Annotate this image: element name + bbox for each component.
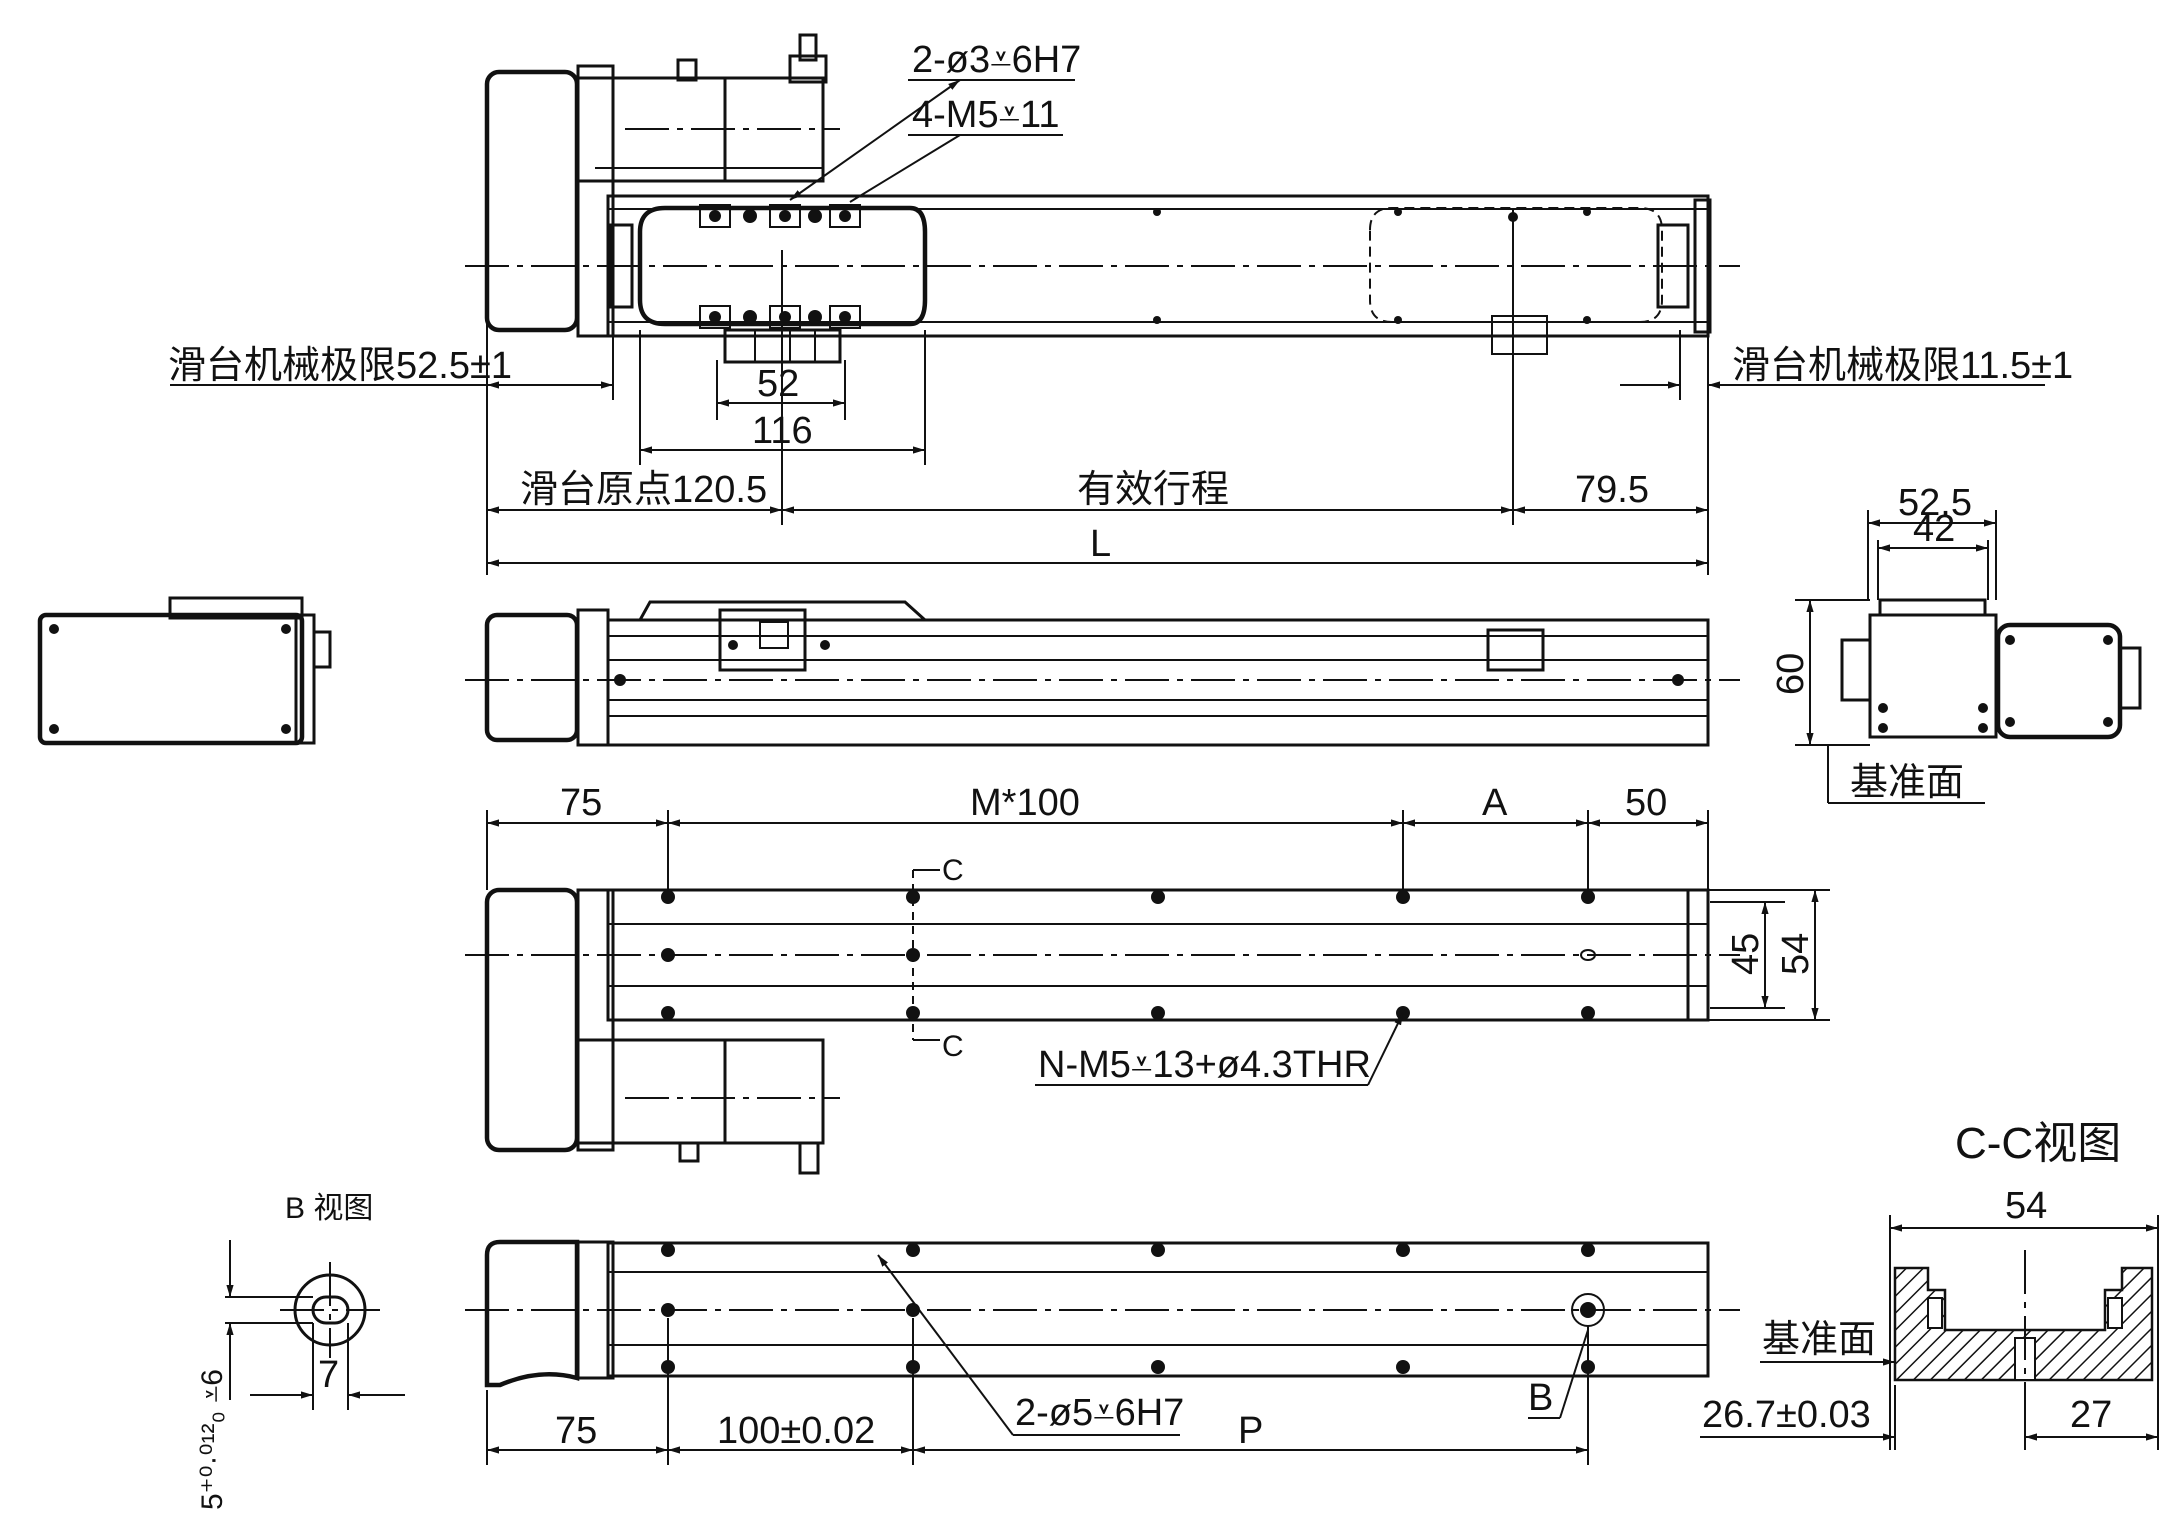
carriage-holes: [699, 204, 861, 329]
b-dim-7: 7: [318, 1354, 339, 1396]
end-view: 52.5 42 60 基准面: [1770, 482, 2142, 804]
b-detail-view: B 视图 5⁺⁰·⁰¹²₀ ⩡6 7: [196, 1192, 405, 1510]
side-motor: [484, 612, 580, 743]
end-carriage: [1878, 598, 1987, 615]
motor-housing: [484, 69, 580, 333]
bottom-view: 75 M*100 A 50 C C: [465, 782, 1830, 1175]
dim-L: L: [1090, 523, 1111, 565]
bottom-motor-body: [576, 1038, 825, 1145]
top-view: 2-ø3⩡6H7 4-M5⩡11 滑台机械极限52.5±1 滑台机械极限11.5…: [168, 33, 2073, 575]
cc-dim-26-7: 26.7±0.03: [1702, 1394, 1871, 1436]
dim-45: 45: [1725, 933, 1767, 975]
sensor-right: [1491, 315, 1548, 355]
label-thread-holes: 4-M5⩡11: [912, 94, 1059, 136]
cc-datum: 基准面: [1762, 1319, 1876, 1361]
cc-profile: [1893, 1266, 2154, 1382]
motor-pin: [798, 33, 818, 62]
side-flange: [576, 608, 610, 747]
label-B: B: [1528, 1377, 1553, 1419]
end-sensor: [1840, 638, 1872, 702]
side-carriage: [638, 600, 927, 622]
motor-end-tab: [312, 630, 332, 669]
dim-m100: M*100: [970, 782, 1080, 824]
end-profile: [1868, 613, 1998, 739]
motor-pin: [676, 58, 698, 82]
dim-79-5: 79.5: [1575, 469, 1649, 511]
dim-60: 60: [1770, 653, 1812, 695]
mount-holes: [661, 890, 1596, 1020]
cc-dim-27: 27: [2070, 1394, 2112, 1436]
bottom-motor: [484, 887, 580, 1153]
label-pin-holes: 2-ø5⩡6H7: [1015, 1392, 1184, 1434]
motor-end-body: [37, 612, 305, 746]
dim-P: P: [1238, 1410, 1263, 1452]
motor-end-top: [168, 596, 304, 620]
carriage-end-position: [1369, 207, 1663, 323]
dim-50: 50: [1625, 782, 1667, 824]
side-rail: [606, 618, 1710, 747]
end-motor-shaft: [2118, 646, 2142, 710]
dim-42: 42: [1913, 508, 1955, 550]
base-dim-75: 75: [555, 1410, 597, 1452]
label-limit-right: 滑台机械极限11.5±1: [1732, 345, 2073, 387]
motor-flange: [576, 64, 615, 338]
datum-label: 基准面: [1850, 762, 1964, 804]
motor-end-view: [37, 596, 332, 746]
section-c-bottom: C: [942, 1030, 964, 1063]
base-dim-100: 100±0.02: [717, 1410, 875, 1452]
cc-dim-54: 54: [2005, 1185, 2047, 1227]
motor-end-plate: [294, 613, 316, 745]
dim-75: 75: [560, 782, 602, 824]
dim-52-5: 52.5: [1898, 482, 1972, 524]
carriage: [637, 205, 928, 327]
label-mount-holes: N-M5⩡13+ø4.3THR: [1038, 1044, 1371, 1086]
end-motor: [1995, 622, 2123, 740]
side-sensor-right: [1486, 628, 1545, 672]
base-holes: [661, 1243, 1605, 1374]
label-origin: 滑台原点120.5: [520, 469, 767, 511]
label-pin-holes: 2-ø3⩡6H7: [912, 39, 1081, 81]
base-motor: [484, 1239, 580, 1388]
dim-54: 54: [1775, 933, 1817, 975]
label-effective-stroke: 有效行程: [1077, 469, 1229, 511]
b-view-title: B 视图: [285, 1192, 373, 1225]
dim-52: 52: [757, 363, 799, 405]
b-dim-depth: 5⁺⁰·⁰¹²₀ ⩡6: [196, 1369, 229, 1510]
cc-section-view: C-C视图 54 基准面 26.7±0.03 27: [1700, 1119, 2159, 1450]
label-limit-left: 滑台机械极限52.5±1: [168, 345, 512, 387]
side-sensor: [718, 608, 807, 672]
base-view: 2-ø5⩡6H7 B 75 100±0.02 P: [465, 1239, 1740, 1465]
dim-A: A: [1482, 782, 1508, 824]
section-c-top: C: [942, 854, 964, 887]
cc-view-title: C-C视图: [1955, 1119, 2121, 1168]
side-view: [465, 600, 1740, 747]
